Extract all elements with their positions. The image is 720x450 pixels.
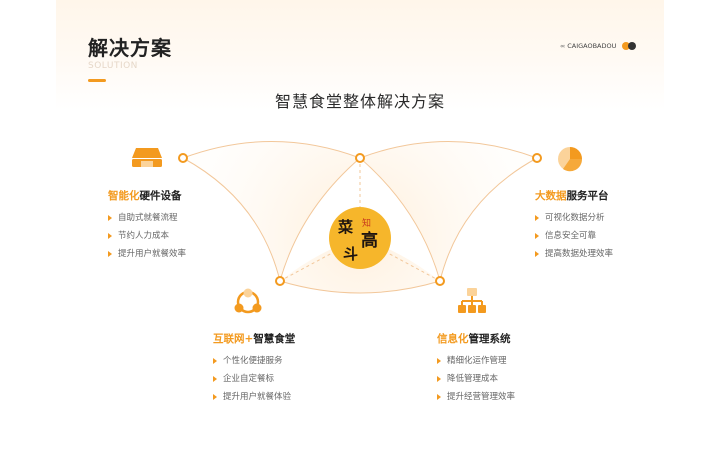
list-item: 提升用户就餐体验 <box>213 388 291 406</box>
hardware-device-icon <box>132 148 162 167</box>
list-bigdata: 可视化数据分析 信息安全可靠 提高数据处理效率 <box>535 209 613 263</box>
fan-shade-left <box>183 141 360 281</box>
list-item: 个性化便捷服务 <box>213 352 291 370</box>
brand-dots-icon <box>622 42 637 50</box>
list-hardware: 自助式就餐流程 节约人力成本 提升用户就餐效率 <box>108 209 186 263</box>
block-title-infomgmt: 信息化管理系统 <box>437 333 511 345</box>
logo-char: 高 <box>361 231 378 251</box>
node-bottom-right <box>435 276 445 286</box>
arc-top-to-bl <box>279 157 361 282</box>
list-item: 可视化数据分析 <box>535 209 613 227</box>
arc-left-outer <box>182 157 281 282</box>
node-bottom-left <box>275 276 285 286</box>
list-item: 降低管理成本 <box>437 370 515 388</box>
list-item: 自助式就餐流程 <box>108 209 186 227</box>
logo-seal: 知 <box>362 219 372 229</box>
list-item: 信息安全可靠 <box>535 227 613 245</box>
brand-name: CAIGAOBADOU <box>567 42 617 50</box>
list-infomgmt: 精细化运作管理 降低管理成本 提升经营管理效率 <box>437 352 515 406</box>
arrows-icon: ‹‹‹ <box>560 42 565 50</box>
fan-shade-right <box>360 141 537 281</box>
list-item: 提升经营管理效率 <box>437 388 515 406</box>
block-title-bigdata: 大数据服务平台 <box>535 190 609 202</box>
org-structure-icon <box>458 288 486 313</box>
list-internet: 个性化便捷服务 企业自定餐标 提升用户就餐体验 <box>213 352 291 406</box>
logo <box>329 207 391 269</box>
title-underline <box>88 79 106 82</box>
people-network-icon <box>234 288 262 314</box>
logo-char: 菜 <box>338 218 354 236</box>
arc-bottom <box>279 280 441 294</box>
page-subtitle: SOLUTION <box>88 61 138 71</box>
list-item: 节约人力成本 <box>108 227 186 245</box>
node-top-right <box>532 153 542 163</box>
arc-top-left <box>182 141 361 159</box>
page-title: 解决方案 <box>88 36 172 60</box>
arc-right-outer <box>439 157 538 282</box>
list-item: 提升用户就餐效率 <box>108 245 186 263</box>
dash-center-br <box>385 251 441 282</box>
block-title-internet: 互联网+智慧食堂 <box>213 333 296 345</box>
node-top-left <box>178 153 188 163</box>
list-item: 企业自定餐标 <box>213 370 291 388</box>
list-item: 精细化运作管理 <box>437 352 515 370</box>
arc-top-to-br <box>359 157 441 282</box>
list-item: 提高数据处理效率 <box>535 245 613 263</box>
dash-center-bl <box>279 251 335 282</box>
arc-top-right <box>359 141 538 159</box>
pie-chart-icon <box>558 147 583 172</box>
node-top-center <box>355 153 365 163</box>
logo-char: 斗 <box>343 245 359 263</box>
brand-mark: ‹‹‹ CAIGAOBADOU <box>560 42 637 50</box>
main-title: 智慧食堂整体解决方案 <box>274 92 445 111</box>
block-title-hardware: 智能化硬件设备 <box>108 190 182 202</box>
